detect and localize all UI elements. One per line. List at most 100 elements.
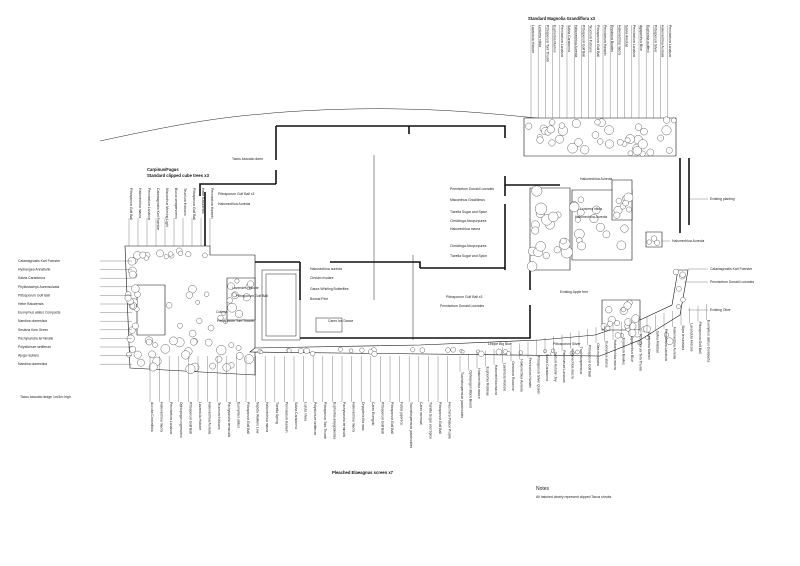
- plant-symbol: [168, 251, 174, 257]
- bottom-heading: Pleached Elaeagnus screen x7: [332, 470, 394, 475]
- plant-label: Existing planting: [710, 197, 735, 201]
- plant-label: Pennisetum Hameln: [210, 188, 214, 219]
- plant-symbol: [548, 211, 559, 222]
- plant-symbol: [525, 122, 533, 130]
- plant-label: Pennisetum Donald Lowndes: [450, 187, 494, 191]
- plant-label: Hakonechloa aureola: [310, 267, 342, 271]
- plant-symbol: [569, 350, 575, 356]
- plant-label: Pittosporum Golf Ball: [129, 188, 133, 220]
- plant-symbol: [605, 139, 614, 149]
- notes-title: Notes: [536, 486, 550, 492]
- plant-symbol: [604, 125, 614, 135]
- plant-label: Pittosporum Golf Ball: [192, 188, 196, 220]
- plant-label: Carex Ice Dance: [328, 319, 353, 323]
- plant-label: Tiarella Sugar and Spice: [428, 402, 432, 439]
- plant-symbol: [202, 252, 208, 258]
- plant-symbol: [189, 329, 197, 338]
- plant-label: Carex Evergold: [371, 402, 375, 425]
- plant-symbol: [129, 345, 136, 353]
- planting-beds: [124, 117, 689, 376]
- plant-symbol: [419, 347, 426, 353]
- plant-symbol: [602, 230, 611, 239]
- plant-symbol: [620, 224, 629, 233]
- plant-symbol: [624, 137, 631, 144]
- plant-label: Salvia Amistad: [625, 25, 629, 47]
- plant-symbol: [188, 285, 197, 294]
- plant-symbol: [124, 294, 132, 302]
- plant-symbol: [506, 351, 512, 356]
- plant-label: Pennisetum Hameln: [528, 358, 532, 389]
- plant-label: Hakonechloa Aureola: [575, 215, 607, 219]
- plant-label: Hakonechloa macra: [160, 402, 164, 432]
- plant-symbol: [627, 150, 634, 156]
- plant-label: Hakonechloa macra: [477, 368, 481, 398]
- plant-label: Salvia Caradonna: [545, 354, 549, 381]
- plant-label: Trachelospermum jasminoides: [460, 372, 464, 418]
- plant-label: Aucuba Crotonifolia: [150, 402, 154, 432]
- plant-symbol: [371, 350, 378, 357]
- plant-symbol: [597, 138, 604, 145]
- plant-symbol: [626, 206, 632, 213]
- plant-symbol: [551, 348, 556, 353]
- notes-text: All hatched clearly represent clipped Ta…: [536, 495, 612, 499]
- plant-symbol: [242, 293, 251, 302]
- plant-symbol: [634, 123, 643, 131]
- plant-symbol: [640, 127, 648, 136]
- leader-lines: [100, 25, 708, 402]
- plant-symbol: [303, 347, 310, 354]
- plant-label: Ajuga reptans: [18, 354, 39, 358]
- plant-label: Hebe Rakaiensis: [201, 188, 205, 214]
- plant-label: Trachelospermum jasminoides: [409, 402, 413, 448]
- plant-symbol: [234, 278, 240, 284]
- plant-symbol: [232, 292, 237, 298]
- plant-label: Hakonechloa macra: [138, 188, 142, 218]
- plant-label: Euphorbia Martinii: [553, 25, 557, 53]
- plant-label: Hakonechloa macra: [571, 349, 575, 379]
- plant-label: Pennisetum Lanatum: [562, 350, 566, 382]
- plant-label: Pachysandra terminalis: [227, 402, 231, 438]
- plant-label: Miscanthus Gracillimus: [450, 198, 485, 202]
- plant-label: Tiarella Sugar and Spice: [450, 210, 487, 214]
- plant-symbol: [221, 311, 226, 316]
- plant-label: Hakonechloa macra: [450, 227, 480, 231]
- plant-label: Pittosporum Tom Thumb: [545, 25, 549, 62]
- plant-symbol: [450, 346, 456, 353]
- plant-symbol: [558, 122, 565, 129]
- plant-label: Euphorbia Martinii: [647, 332, 651, 360]
- plant-label: Agapanthus Blue: [639, 25, 643, 51]
- plant-label: Hakonechloa macra: [613, 340, 617, 370]
- top-heading: Standard Magnolia Grandiflora x3: [528, 16, 596, 21]
- plant-label: Calamagrostis Karl Foerster: [156, 188, 160, 231]
- plant-label: Bonsai Pine: [310, 297, 328, 301]
- plant-label: Hakonechloa Aureola: [208, 402, 212, 434]
- plant-symbol: [632, 146, 642, 156]
- plant-label: Hakonechloa macra: [494, 365, 498, 395]
- plant-label: Trachelospermum: [579, 347, 583, 374]
- plant-symbol: [127, 257, 137, 266]
- plant-label: Pennisetum Lanatum: [169, 402, 173, 434]
- plant-symbol: [207, 324, 215, 332]
- plant-label: Geranium Rozanne: [511, 361, 515, 391]
- plant-label: Phyllostachys Aureosulcata: [18, 285, 59, 289]
- plant-symbol: [679, 271, 686, 278]
- plant-label: Existing Apple tree: [560, 290, 588, 294]
- plant-label: Existing Olive: [710, 308, 731, 312]
- plant-label: Olea europaea: [596, 343, 600, 366]
- plant-symbol: [478, 350, 485, 357]
- plant-symbol: [575, 349, 580, 355]
- plant-label: Pittosporum Golf Ball: [581, 25, 585, 57]
- plant-symbol: [607, 320, 613, 327]
- plant-label: Gaura Whirling Butterflies: [310, 287, 349, 291]
- plant-label: Pittosporum Tom Thumb: [639, 334, 643, 371]
- plant-label: Sesleria Kew Green: [18, 328, 48, 332]
- plant-symbol: [177, 322, 183, 329]
- plant-symbol: [672, 268, 680, 276]
- plant-symbol: [591, 131, 600, 139]
- plant-label: Agapanthus Blue: [630, 336, 634, 362]
- plant-symbol: [410, 347, 416, 353]
- plant-symbol: [622, 199, 629, 207]
- plant-symbol: [576, 208, 585, 217]
- plant-label: Teucrium fruticans: [589, 25, 593, 53]
- plant-symbol: [196, 317, 203, 324]
- plant-symbol: [535, 241, 546, 252]
